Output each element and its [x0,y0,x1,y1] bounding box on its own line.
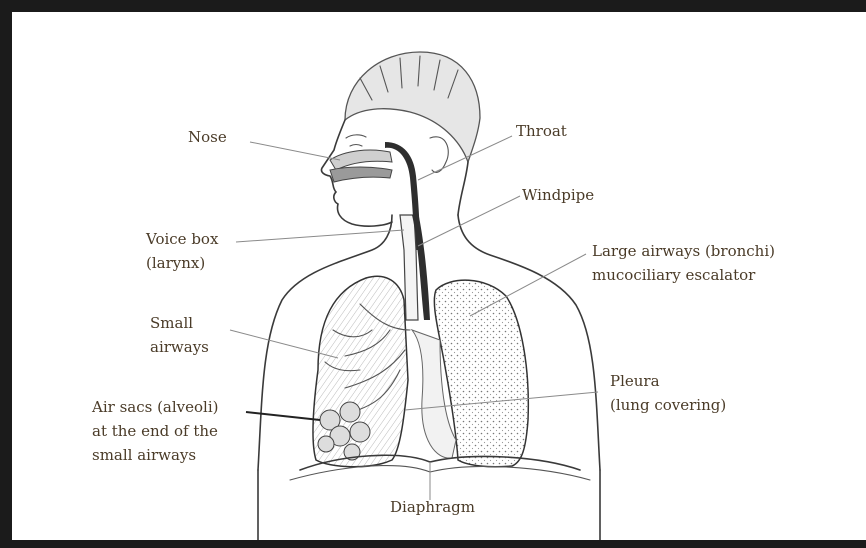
label-diaphragm: Diaphragm [390,498,475,516]
respiratory-system-diagram: Nose Throat Windpipe Voice box (larynx) … [12,12,866,540]
voice-box-leader [236,230,404,242]
label-small: Small [150,314,193,332]
label-windpipe: Windpipe [522,186,594,204]
label-airways: airways [150,338,209,356]
label-mucociliary: mucociliary escalator [592,266,756,284]
label-pleura: Pleura [610,372,660,390]
label-voice-box: Voice box [145,230,219,248]
windpipe-leader [418,196,520,246]
label-air-sacs: Air sacs (alveoli) [91,398,219,416]
label-throat: Throat [516,122,567,140]
nose-leader [250,142,340,160]
left-lung [313,276,410,467]
head-outline [321,52,480,226]
label-nose: Nose [188,128,227,146]
diagram-panel: Nose Throat Windpipe Voice box (larynx) … [12,12,866,540]
label-larynx: (larynx) [146,254,205,272]
label-bronchi: Large airways (bronchi) [592,242,775,260]
label-lung-covering: (lung covering) [610,396,726,414]
label-small-airways-2: small airways [92,446,196,464]
label-end-of-the: at the end of the [92,422,218,440]
alveoli-leader [246,412,320,420]
